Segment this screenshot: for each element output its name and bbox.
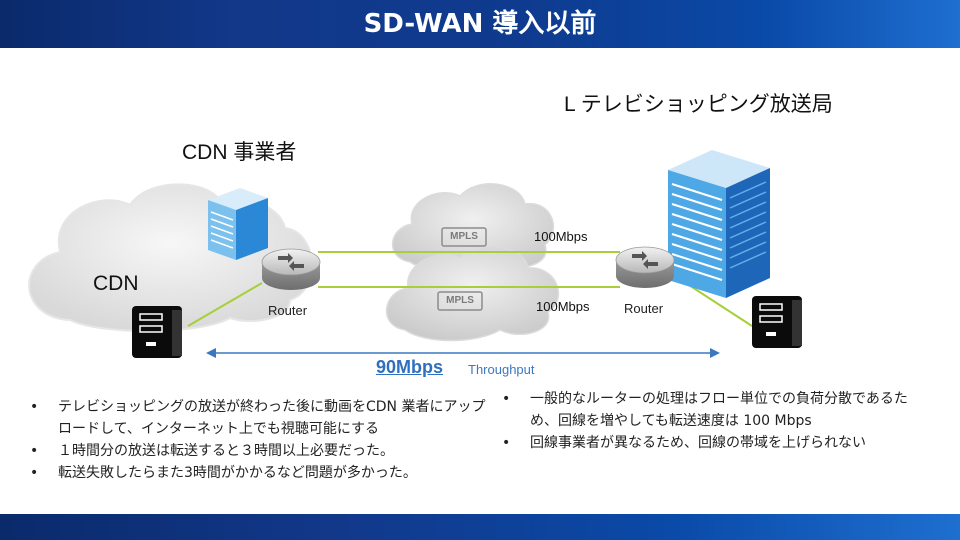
router-left-icon [261, 248, 321, 290]
link-top-speed: 100Mbps [534, 229, 588, 244]
notes-left: テレビショッピングの放送が終わった後に動画をCDN 業者にアップロードして、イン… [28, 396, 498, 484]
cdn-server-icon [132, 306, 182, 358]
cdn-label: CDN [93, 272, 139, 295]
link-cdn-server [187, 282, 263, 327]
note-item: １時間分の放送は転送すると３時間以上必要だった。 [28, 440, 498, 462]
throughput-value: 90Mbps [376, 357, 444, 377]
station-server-icon [752, 296, 802, 348]
mpls-badge-bottom [437, 291, 483, 311]
notes-right: 一般的なルーターの処理はフロー単位での負荷分散であるため、回線を増やしても転送速… [500, 388, 930, 454]
note-item: 転送失敗したらまた3時間がかかるなど問題が多かった。 [28, 462, 498, 484]
note-item: テレビショッピングの放送が終わった後に動画をCDN 業者にアップロードして、イン… [28, 396, 498, 440]
footer-bar [0, 514, 960, 540]
link-bottom-speed: 100Mbps [536, 299, 590, 314]
title-bar: SD-WAN 導入以前 [0, 0, 960, 48]
network-links [187, 251, 753, 327]
cdn-provider-label: CDN 事業者 [182, 141, 297, 164]
cdn-building-icon [208, 188, 268, 260]
router-right-label: Router [624, 301, 664, 316]
throughput-arrow [206, 348, 720, 358]
station-building-icon [668, 150, 770, 298]
mpls-badge-top [441, 227, 487, 247]
throughput-label: Throughput [468, 362, 535, 377]
note-item: 一般的なルーターの処理はフロー単位での負荷分散であるため、回線を増やしても転送速… [500, 388, 930, 432]
slide-title: SD-WAN 導入以前 [363, 9, 597, 39]
note-item: 回線事業者が異なるため、回線の帯域を上げられない [500, 432, 930, 454]
station-label: L テレビショッピング放送局 [564, 93, 833, 116]
mpls-top-label: MPLS [450, 231, 478, 242]
mpls-bottom-label: MPLS [446, 295, 474, 306]
router-right-icon [615, 246, 675, 288]
router-left-label: Router [268, 303, 308, 318]
